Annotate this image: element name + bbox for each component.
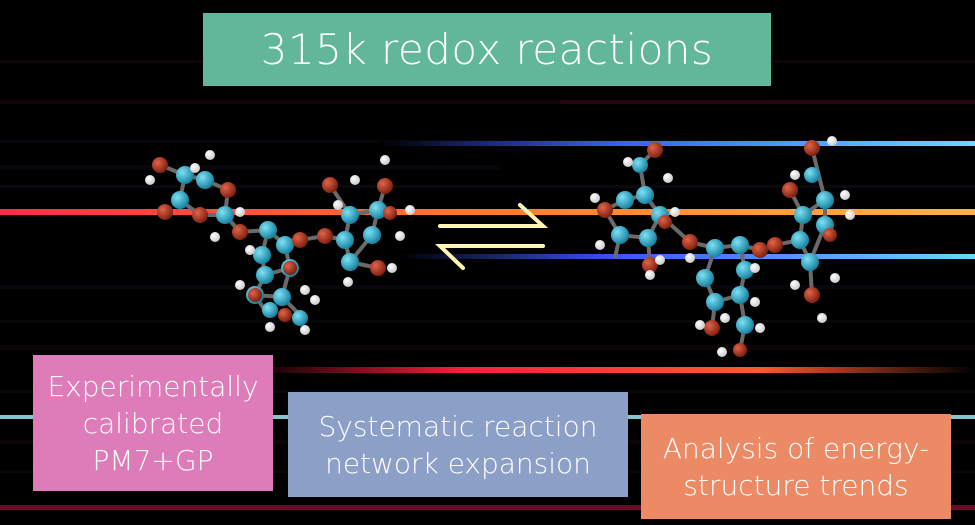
energy-structure-line-2: structure trends xyxy=(683,468,909,502)
network-expansion-line-1: Systematic reaction xyxy=(318,409,598,443)
molecule-product xyxy=(590,136,855,357)
pm7-gp-line-1: Experimentally xyxy=(47,369,259,403)
pm7-gp-line-2: calibrated xyxy=(82,406,224,440)
title-banner: 315k redox reactions xyxy=(203,13,771,86)
title-text: 315k redox reactions xyxy=(260,25,714,74)
molecule-reactant xyxy=(145,150,415,335)
red-line xyxy=(250,367,975,373)
energy-structure-line-1: Analysis of energy- xyxy=(662,431,930,465)
blue-line-upper xyxy=(380,141,975,146)
orange-line xyxy=(0,209,975,215)
pm7-gp-box: Experimentally calibrated PM7+GP xyxy=(33,355,273,491)
energy-structure-box: Analysis of energy- structure trends xyxy=(641,414,951,519)
network-expansion-box: Systematic reaction network expansion xyxy=(288,392,628,497)
pm7-gp-line-3: PM7+GP xyxy=(92,443,214,477)
network-expansion-line-2: network expansion xyxy=(325,446,591,480)
equilibrium-arrow-icon xyxy=(435,203,549,270)
